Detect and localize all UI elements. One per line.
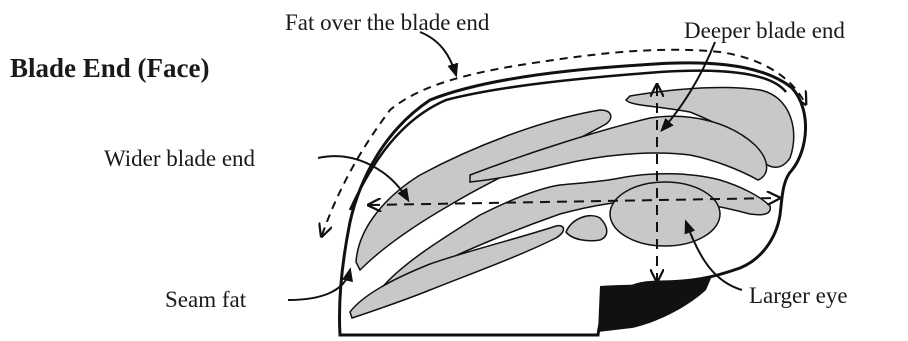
larger-eye-muscle [610, 182, 720, 246]
label-seam-fat: Seam fat [165, 287, 247, 312]
fat-over-leader [420, 32, 456, 75]
label-larger-eye: Larger eye [749, 283, 848, 308]
label-fat-over-blade-end: Fat over the blade end [285, 10, 490, 35]
label-deeper-blade-end: Deeper blade end [684, 18, 845, 43]
diagram-title: Blade End (Face) [10, 53, 210, 83]
label-wider-blade-end: Wider blade end [104, 146, 256, 171]
